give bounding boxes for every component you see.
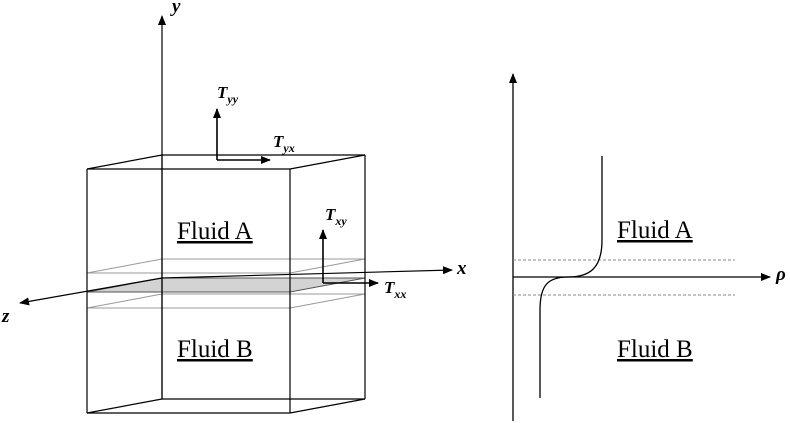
x-axis [161, 266, 453, 279]
t-yy-label: Tyy [217, 83, 239, 106]
y-axis-label: y [170, 0, 181, 17]
density-axis-label: ρ [775, 264, 786, 285]
t-yx-label: Tyx [273, 132, 295, 155]
z-axis [19, 277, 163, 306]
x-axis-label: x [456, 258, 467, 279]
right-fluid-b-label: Fluid B [617, 336, 693, 363]
left-fluid-b-label: Fluid B [177, 336, 253, 363]
left-fluid-a-label: Fluid A [177, 218, 253, 245]
right-fluid-a-label: Fluid A [617, 217, 693, 244]
left-diagram: y x z Tyy Tyx Txy Txx Fluid A Fluid B [1, 0, 467, 414]
interface-region-lines [86, 258, 366, 309]
z-axis-label: z [1, 306, 10, 327]
right-diagram: ρ Fluid A Fluid B [509, 73, 786, 421]
density-profile-curve [539, 156, 603, 398]
t-xy-label: Txy [325, 205, 347, 228]
t-xx-label: Txx [384, 278, 406, 301]
